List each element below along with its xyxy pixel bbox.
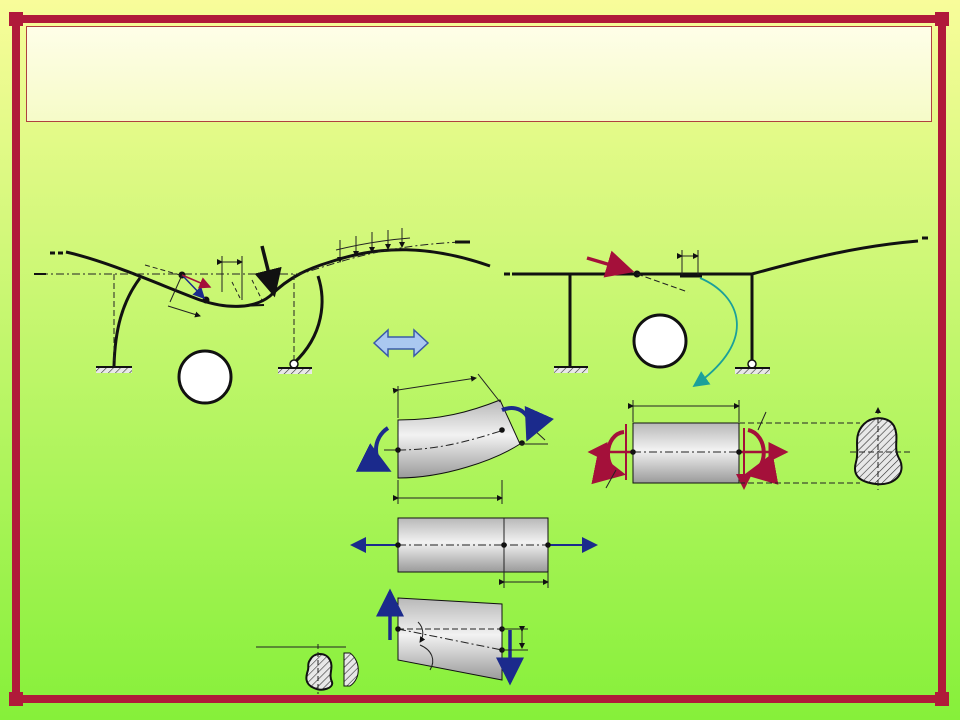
- slide-frame: [12, 15, 946, 703]
- fixed-support: [96, 366, 132, 373]
- distributed-load: [335, 228, 411, 263]
- pin-support: [278, 359, 312, 374]
- left-curved-frame-diagram: [34, 228, 491, 405]
- diagram-number-circle-left: [177, 349, 233, 405]
- axial-segment-diagram: [350, 517, 598, 588]
- bending-segment-diagram: [355, 373, 554, 504]
- diagram-number-circle-right: [632, 313, 688, 369]
- title-banner: [26, 26, 932, 122]
- right-column: [292, 275, 324, 365]
- cross-section-icon: [850, 407, 910, 490]
- right-straight-frame-diagram: [504, 236, 928, 388]
- left-column: [112, 277, 142, 367]
- shear-stress-section-icon: [256, 644, 359, 694]
- torsion-segment-diagram: [587, 400, 860, 490]
- equivalence-double-arrow-icon: [372, 328, 430, 358]
- frame-corner-marks: [9, 12, 949, 706]
- shear-segment-diagram: [376, 588, 528, 686]
